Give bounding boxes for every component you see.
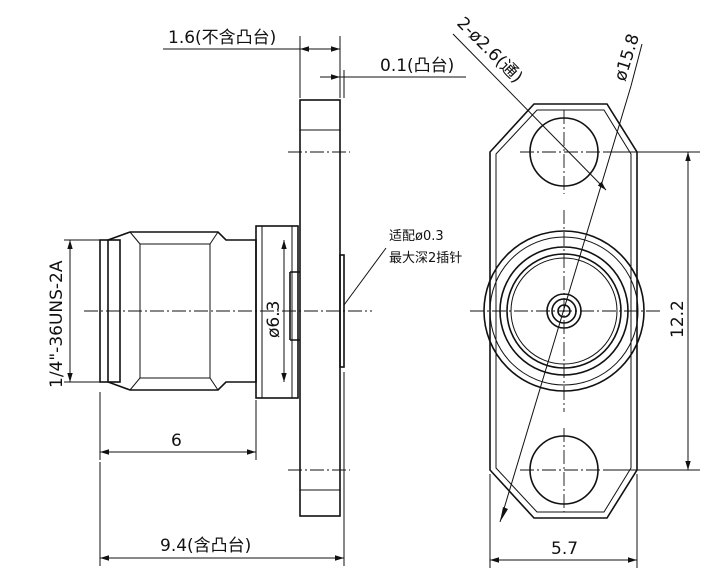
flange-chamfer [495, 109, 632, 513]
dim-boss-height: 0.1(凸台) [380, 56, 454, 76]
hex-body [255, 225, 299, 399]
leader-line [630, 43, 643, 87]
front-view: ø15.8 2-ø2.6(通) 12.2 5.7 [452, 13, 700, 568]
chamfer-line [209, 231, 219, 245]
leader-line [343, 247, 387, 306]
dim-thread-length: 6 [171, 431, 182, 451]
dim-flange-height: 12.2 [668, 300, 688, 338]
dim-overall-length: 9.4(含凸台) [160, 536, 251, 556]
pin-note-line2: 最大深2插针 [389, 251, 462, 266]
dim-flange-thickness: 1.6(不含凸台) [168, 28, 276, 48]
dim-flange-width: 5.7 [551, 539, 578, 559]
flange [299, 99, 341, 517]
side-view: 1.6(不含凸台) 0.1(凸台) 1/4"-36UNS-2A ø6.3 6 9… [47, 28, 466, 566]
flange-outline [489, 103, 638, 519]
shoulder [289, 271, 300, 341]
dim-body-diameter: ø6.3 [264, 301, 284, 338]
dim-mounting-holes: 2-ø2.6(通) [452, 13, 526, 87]
chamfer-line [129, 231, 141, 245]
leader-line [452, 33, 607, 191]
chamfer-line [209, 377, 219, 391]
arrow-head [500, 507, 508, 522]
chamfer-line [129, 377, 141, 391]
dim-thread: 1/4"-36UNS-2A [47, 260, 67, 388]
pin-note-line1: 适配ø0.3 [389, 229, 444, 244]
diagonal-line [499, 85, 632, 523]
